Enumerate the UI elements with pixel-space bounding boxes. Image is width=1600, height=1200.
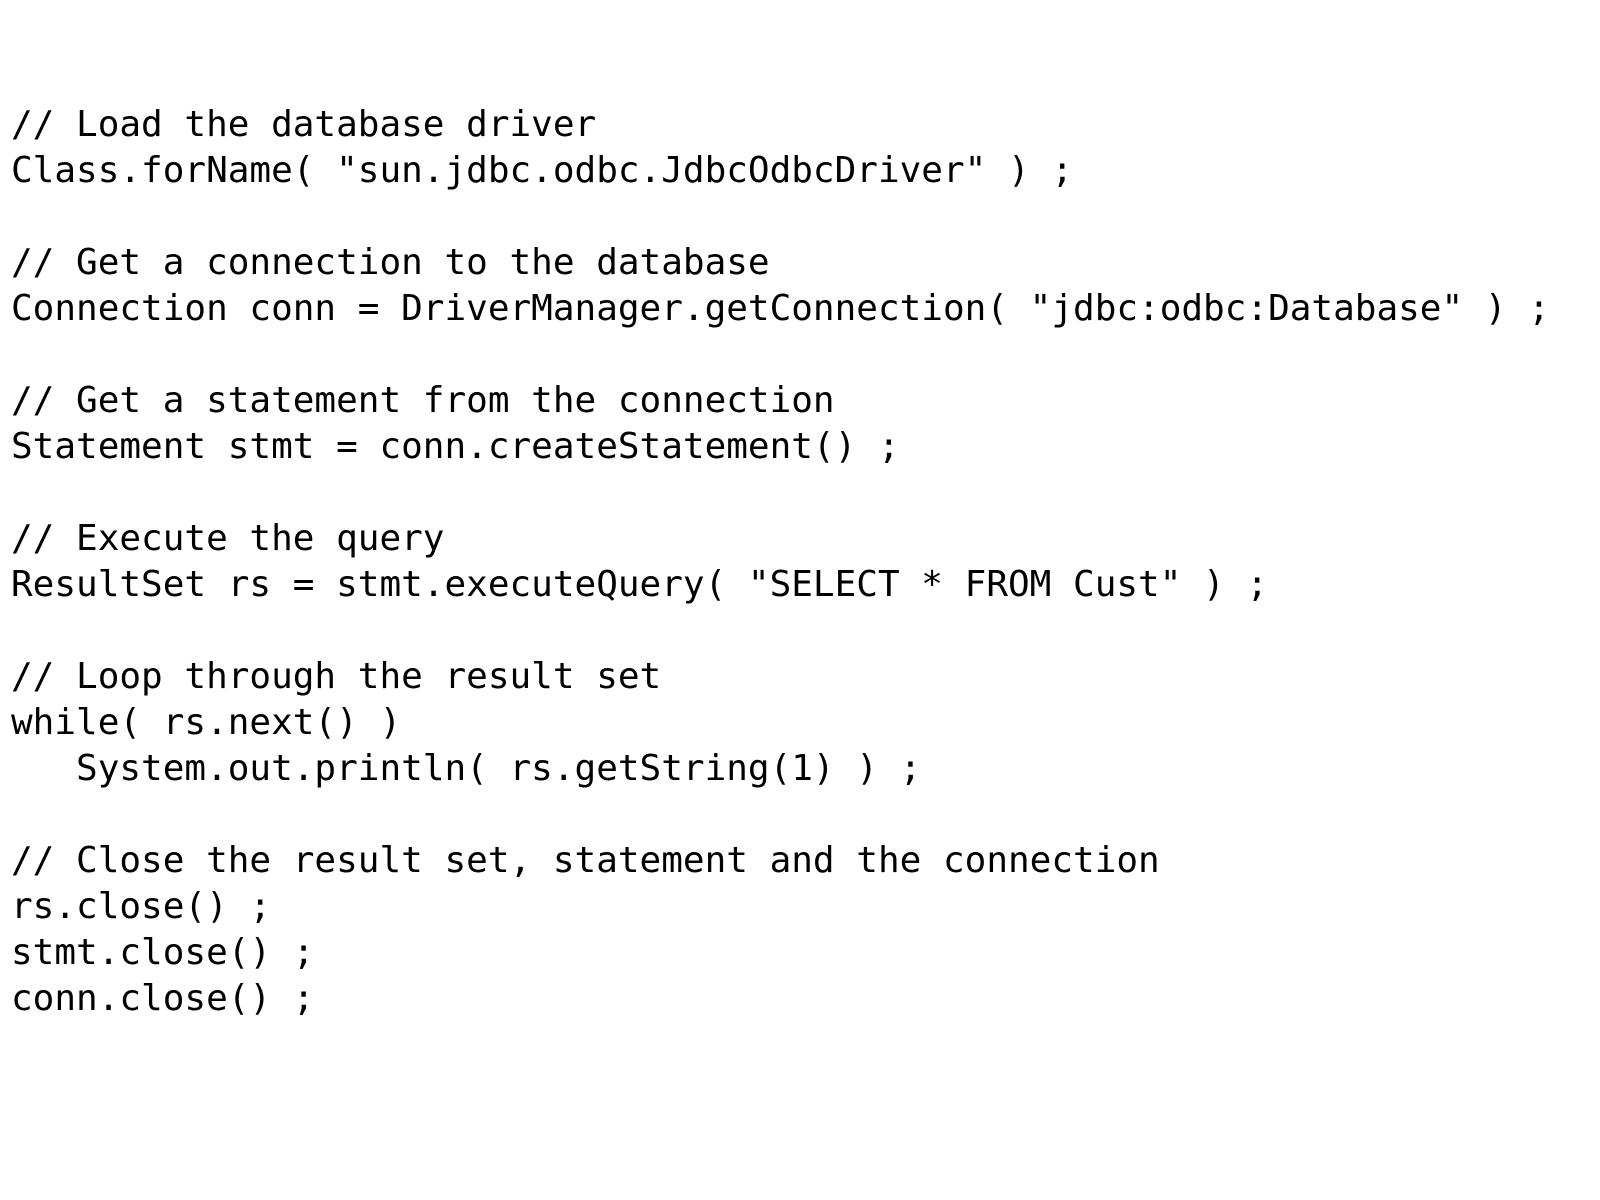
code-line-get-connection: Connection conn = DriverManager.getConne… <box>11 288 1550 329</box>
code-line-println: System.out.println( rs.getString(1) ) ; <box>11 748 922 789</box>
code-line-rs-close: rs.close() ; <box>11 886 272 927</box>
code-line-class-forname: Class.forName( "sun.jdbc.odbc.JdbcOdbcDr… <box>11 150 1074 191</box>
code-blank-line <box>11 332 1550 378</box>
code-comment-get-connection: // Get a connection to the database <box>11 242 770 283</box>
code-line-while-next: while( rs.next() ) <box>11 702 402 743</box>
code-comment-get-statement: // Get a statement from the connection <box>11 380 835 421</box>
code-blank-line <box>11 608 1550 654</box>
code-comment-close: // Close the result set, statement and t… <box>11 840 1160 881</box>
code-line-conn-close: conn.close() ; <box>11 978 315 1019</box>
code-line-execute-query: ResultSet rs = stmt.executeQuery( "SELEC… <box>11 564 1269 605</box>
code-line-create-statement: Statement stmt = conn.createStatement() … <box>11 426 900 467</box>
code-blank-line <box>11 792 1550 838</box>
code-line-stmt-close: stmt.close() ; <box>11 932 315 973</box>
code-blank-line <box>11 470 1550 516</box>
code-comment-loop-result-set: // Loop through the result set <box>11 656 662 697</box>
code-comment-load-driver: // Load the database driver <box>11 104 597 145</box>
code-blank-line <box>11 194 1550 240</box>
code-comment-execute-query: // Execute the query <box>11 518 445 559</box>
